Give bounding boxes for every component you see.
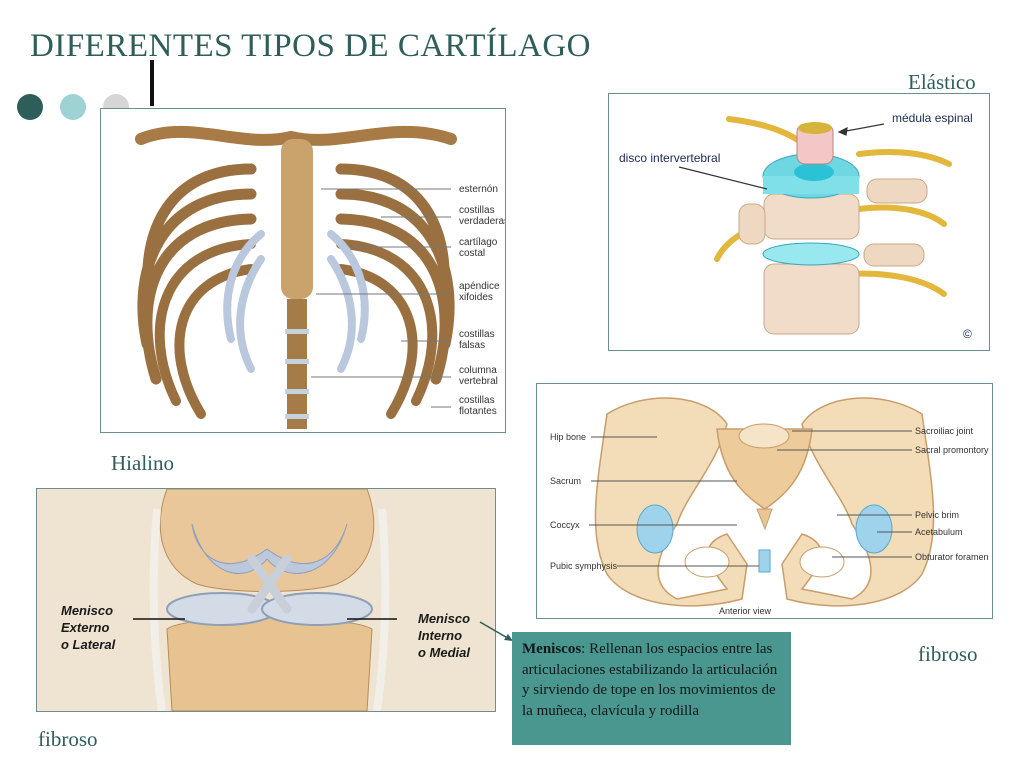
tibia — [166, 617, 373, 711]
label-menisco-interno-3: o Medial — [418, 645, 470, 660]
caption-fibroso-right: fibroso — [918, 642, 978, 666]
label-esternon: esternón — [459, 184, 498, 195]
label-medula-espinal: médula espinal — [892, 111, 973, 125]
label-obturator-foramen: Obturator foramen — [915, 552, 989, 562]
intervertebral-disc-bottom — [762, 242, 860, 266]
note-pointer-arrow — [479, 621, 513, 641]
label-disco-intervertebral: disco intervertebral — [619, 151, 720, 165]
label-costillas-1: costillas — [459, 205, 495, 216]
label-menisco-externo-3: o Lateral — [61, 637, 116, 652]
spine-illustration: médula espinal disco intervertebral © — [608, 93, 990, 351]
clavicles — [135, 125, 457, 146]
label-costal: costal — [459, 248, 485, 259]
slide-title: DIFERENTES TIPOS DE CARTÍLAGO — [30, 28, 591, 64]
ribs — [137, 163, 455, 419]
label-pubic-symphysis: Pubic symphysis — [550, 561, 618, 571]
label-columna: columna — [459, 365, 497, 376]
vertebra-body-2 — [763, 263, 860, 335]
label-anterior-view: Anterior view — [719, 606, 772, 616]
femoral-cartilage — [191, 523, 348, 574]
coccyx — [756, 508, 773, 531]
label-costillas-2: costillas — [459, 329, 495, 340]
caption-fibroso-left: fibroso — [38, 727, 98, 751]
meniscus-medial — [261, 592, 373, 626]
knee-illustration: Menisco Externo o Lateral Menisco Intern… — [36, 488, 496, 712]
sternum — [281, 139, 313, 299]
note-term: Meniscos — [522, 641, 582, 657]
accent-dot-dark — [17, 94, 43, 120]
label-hip-bone: Hip bone — [550, 432, 586, 442]
label-menisco-externo-1: Menisco — [61, 603, 113, 618]
label-flotantes: flotantes — [459, 406, 497, 417]
label-vertebral: vertebral — [459, 376, 498, 387]
caption-hialino: Hialino — [111, 451, 174, 475]
label-menisco-externo-2: Externo — [61, 620, 109, 635]
ribcage-illustration: esternón costillas verdaderas cartílago … — [100, 108, 506, 433]
title-divider — [150, 60, 154, 106]
label-costillas-3: costillas — [459, 395, 495, 406]
label-sacroiliac-joint: Sacroiliac joint — [915, 426, 974, 436]
acetabulum-right — [855, 504, 893, 554]
label-falsas: falsas — [459, 340, 485, 351]
acetabulum-left — [636, 504, 674, 554]
label-apendice: apéndice — [459, 281, 500, 292]
accent-dot-light — [60, 94, 86, 120]
label-coccyx: Coccyx — [550, 520, 580, 530]
ribcage-leader-lines — [311, 188, 451, 408]
label-sacrum: Sacrum — [550, 476, 581, 486]
label-xifoides: xifoides — [459, 292, 493, 303]
pelvis-illustration: Hip bone Sacrum Coccyx Pubic symphysis S… — [536, 383, 993, 619]
label-sacral-promontory: Sacral promontory — [915, 445, 989, 455]
label-cartilago: cartílago — [459, 237, 498, 248]
label-menisco-interno-1: Menisco — [418, 611, 470, 626]
copyright-mark: © — [963, 327, 972, 341]
label-menisco-interno-2: Interno — [418, 628, 462, 643]
label-pelvic-brim: Pelvic brim — [915, 510, 959, 520]
label-verdaderas: verdaderas — [459, 216, 505, 227]
caption-elastico: Elástico — [908, 70, 976, 94]
meniscos-note: Meniscos: Rellenan los espacios entre la… — [512, 632, 791, 745]
vertebra-body-1 — [763, 193, 860, 240]
pubic-symphysis — [758, 549, 771, 573]
label-acetabulum: Acetabulum — [915, 527, 963, 537]
note-text: : Rellenan los espacios entre las articu… — [522, 641, 778, 719]
